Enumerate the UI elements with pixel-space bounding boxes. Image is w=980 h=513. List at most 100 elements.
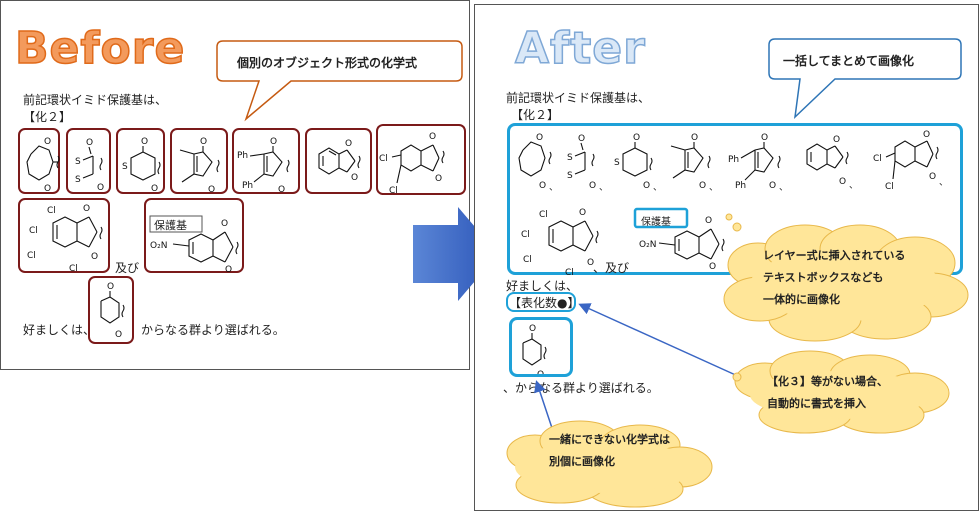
svg-text:O: O (345, 139, 352, 149)
molecule-box-dithio[interactable] (66, 128, 111, 194)
cloud-note-textbox: レイヤー式に挿入されている テキストボックスなども 一体的に画像化 (763, 245, 905, 311)
svg-text:Cl: Cl (389, 186, 398, 196)
svg-text:O: O (633, 133, 640, 143)
molecule-box-thiane[interactable] (116, 128, 165, 194)
svg-text:Cl: Cl (29, 226, 38, 236)
svg-text:S: S (567, 153, 573, 163)
before-callout-shape (216, 40, 463, 122)
after-protect-label: 保護基 (641, 217, 671, 228)
svg-text:Cl: Cl (69, 264, 78, 274)
svg-text:、: 、 (549, 183, 558, 193)
svg-text:O: O (83, 204, 90, 214)
svg-text:O₂N: O₂N (639, 240, 656, 250)
svg-text:O: O (699, 181, 706, 191)
clouds (506, 213, 969, 508)
cloud-note-textbox-line2: テキストボックスなども (763, 271, 884, 284)
after-title: After (514, 22, 646, 75)
before-and-text: 及び (115, 261, 140, 275)
molecule-box-diphenylmaleimide[interactable] (232, 128, 300, 194)
svg-text:S: S (567, 171, 573, 181)
svg-text:O: O (929, 172, 936, 182)
svg-text:Ph: Ph (237, 151, 248, 161)
molecule-box-nitrophthalimide[interactable] (144, 198, 244, 273)
svg-text:S: S (75, 175, 81, 185)
svg-text:O: O (578, 134, 585, 144)
after-callout-text: 一括してまとめて画像化 (783, 54, 915, 68)
svg-text:O: O (208, 185, 215, 195)
cloud-note-format-line1: 【化３】等がない場合、 (767, 375, 888, 388)
before-panel: Before 個別のオブジェクト形式の化学式 前記環状イミド保護基は、 【化２】… (0, 0, 470, 370)
table-ref-box[interactable] (506, 292, 576, 312)
svg-text:Cl: Cl (521, 230, 530, 240)
svg-text:Cl: Cl (27, 251, 36, 261)
cloud-note-textbox-line1: レイヤー式に挿入されている (763, 249, 906, 262)
molecule-box-dichlorophthalimide[interactable] (376, 124, 466, 195)
svg-text:O: O (86, 138, 93, 148)
molecule-box-tetrachlorophthalimide[interactable] (18, 198, 110, 273)
svg-text:Ph: Ph (728, 155, 739, 165)
svg-text:O: O (435, 174, 442, 184)
svg-text:O: O (536, 133, 543, 143)
svg-text:O: O (587, 258, 594, 268)
before-preferred: 好ましくは、 (23, 323, 96, 337)
svg-text:Cl: Cl (523, 255, 532, 265)
after-table-ref: 【表化数●】 (509, 296, 580, 310)
molecule-box-phthalimide[interactable] (305, 128, 372, 194)
svg-text:、: 、 (779, 183, 788, 193)
before-group-text: からなる群より選ばれる。 (141, 323, 285, 337)
after-and-text: 、及び (593, 261, 630, 275)
molecule-box-glutarimide-single[interactable] (88, 276, 134, 344)
svg-text:O: O (769, 181, 776, 191)
svg-text:O: O (539, 181, 546, 191)
svg-text:Cl: Cl (47, 206, 56, 216)
cloud-note-separate-line1: 一緒にできない化学式は (549, 433, 670, 446)
svg-text:、: 、 (939, 178, 948, 188)
svg-text:O: O (833, 135, 840, 145)
before-intro: 前記環状イミド保護基は、 (23, 93, 168, 107)
before-molecules: OO O SS O O SO O O O (26, 132, 445, 340)
svg-text:O: O (225, 265, 232, 275)
svg-text:O: O (761, 133, 768, 143)
svg-text:O: O (709, 262, 716, 272)
svg-text:Ph: Ph (242, 181, 253, 191)
svg-text:O: O (643, 181, 650, 191)
svg-text:O: O (839, 177, 846, 187)
svg-text:S: S (122, 162, 128, 172)
before-ref: 【化２】 (23, 110, 72, 124)
cloud-note-separate-line2: 別個に画像化 (549, 455, 615, 468)
svg-text:O: O (691, 133, 698, 143)
svg-text:O: O (278, 185, 285, 195)
svg-text:O: O (141, 137, 148, 147)
separate-image-box[interactable] (509, 317, 573, 377)
svg-text:Cl: Cl (565, 268, 574, 278)
svg-text:O: O (107, 282, 114, 292)
svg-text:Cl: Cl (885, 182, 894, 192)
svg-text:O: O (923, 130, 930, 140)
svg-text:、: 、 (599, 183, 608, 193)
svg-text:Ph: Ph (735, 181, 746, 191)
svg-text:O: O (529, 324, 536, 334)
svg-text:O: O (151, 184, 158, 194)
svg-text:O₂N: O₂N (150, 241, 167, 251)
molecule-box-dimethylmaleimide[interactable] (170, 128, 228, 194)
svg-text:Cl: Cl (539, 210, 548, 220)
svg-text:S: S (614, 158, 620, 168)
svg-text:O: O (270, 137, 277, 147)
svg-text:Cl: Cl (873, 154, 882, 164)
svg-text:O: O (44, 184, 51, 194)
after-callout-shape (768, 38, 962, 120)
svg-text:Cl: Cl (379, 154, 388, 164)
after-preferred: 好ましくは、 (506, 279, 579, 293)
svg-text:O: O (221, 219, 228, 229)
after-ref: 【化２】 (511, 108, 560, 122)
svg-text:O: O (115, 330, 122, 340)
cloud-note-format-line2: 自動的に書式を挿入 (767, 397, 866, 410)
before-callout-text: 個別のオブジェクト形式の化学式 (237, 56, 418, 70)
svg-text:O: O (705, 216, 712, 226)
svg-text:O: O (91, 252, 98, 262)
svg-text:O: O (351, 173, 358, 183)
svg-text:O: O (44, 137, 51, 147)
svg-text:O: O (589, 181, 596, 191)
